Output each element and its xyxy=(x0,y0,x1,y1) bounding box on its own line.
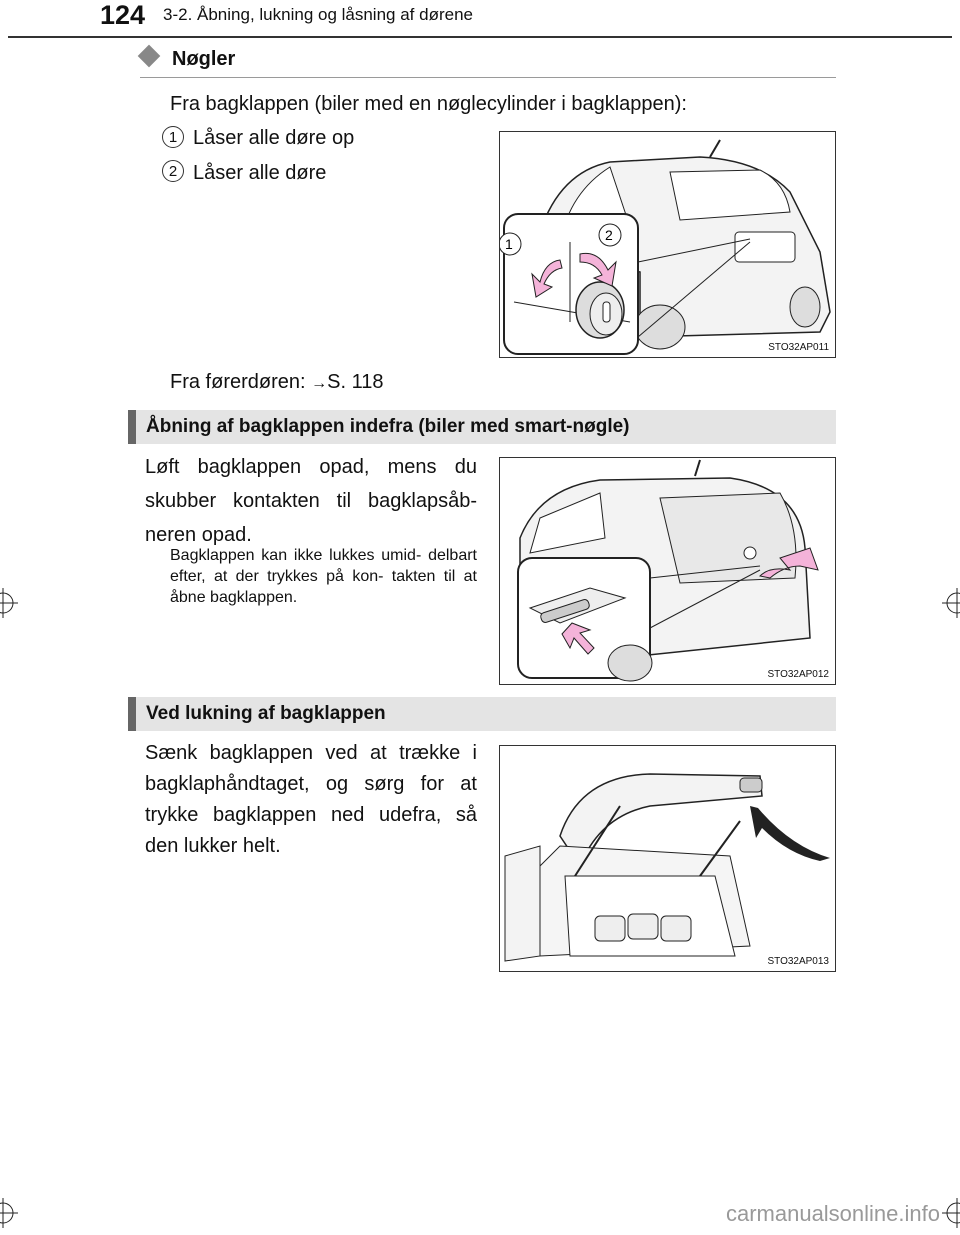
page-reference[interactable]: S. 118 xyxy=(327,371,384,393)
open-tailgate-illustration xyxy=(504,773,830,962)
figure-closing-tailgate: STO32AP013 xyxy=(499,745,836,972)
keys-intro: Fra bagklappen (biler med en nøglecylind… xyxy=(170,93,687,115)
open-instructions: Løft bagklappen opad, mens du skubber ko… xyxy=(145,456,477,546)
figure-tailgate-switch: STO32AP012 xyxy=(499,457,836,685)
callout-2-marker xyxy=(598,223,622,247)
from-driver-line: Fra førerdøren: →S. 118 xyxy=(170,366,383,400)
crop-mark-icon xyxy=(0,588,18,618)
item-text-unlock: Låser alle døre op xyxy=(193,127,355,149)
crop-mark-icon xyxy=(942,588,960,618)
item-text-lock: Låser alle døre xyxy=(193,162,327,184)
figure-key-cylinder: 1 2 STO32AP011 xyxy=(498,131,836,358)
crop-mark-icon xyxy=(942,1198,960,1228)
from-driver-text: Fra førerdøren: xyxy=(170,371,306,393)
diamond-bullet-icon xyxy=(137,44,161,68)
footer-watermark[interactable]: carmanualsonline.info xyxy=(725,1201,940,1226)
chapter-title: 3-2. Åbning, lukning og låsning af døren… xyxy=(163,5,473,24)
callout-1-label: 1 xyxy=(505,236,513,252)
section-title-open: Åbning af bagklappen indefra (biler med … xyxy=(146,416,630,437)
open-note: Bagklappen kan ikke lukkes umid- delbart… xyxy=(170,547,477,606)
section-bar-close: Ved lukning af bagklappen xyxy=(128,697,836,731)
figure-code: STO32AP011 xyxy=(768,342,829,353)
item-number-1: 1 xyxy=(162,126,184,148)
car-rear-key-illustration: 1 2 xyxy=(498,139,831,355)
callout-2-label: 2 xyxy=(605,227,613,243)
header-rule xyxy=(8,36,952,38)
figure-code: STO32AP013 xyxy=(767,956,829,967)
tailgate-switch-illustration xyxy=(517,459,819,682)
section-title-close: Ved lukning af bagklappen xyxy=(146,703,386,724)
crop-mark-icon xyxy=(0,1198,18,1228)
arrow-ref-icon: → xyxy=(311,375,328,392)
keys-heading-rule xyxy=(140,77,836,78)
section-bar-open: Åbning af bagklappen indefra (biler med … xyxy=(128,410,836,444)
item-number-2: 2 xyxy=(162,160,184,182)
figure-code: STO32AP012 xyxy=(767,669,829,680)
keys-heading: Nøgler xyxy=(172,48,236,70)
close-instructions: Sænk bagklappen ved at trække i bagklaph… xyxy=(145,742,477,857)
page-number: 124 xyxy=(100,0,146,30)
